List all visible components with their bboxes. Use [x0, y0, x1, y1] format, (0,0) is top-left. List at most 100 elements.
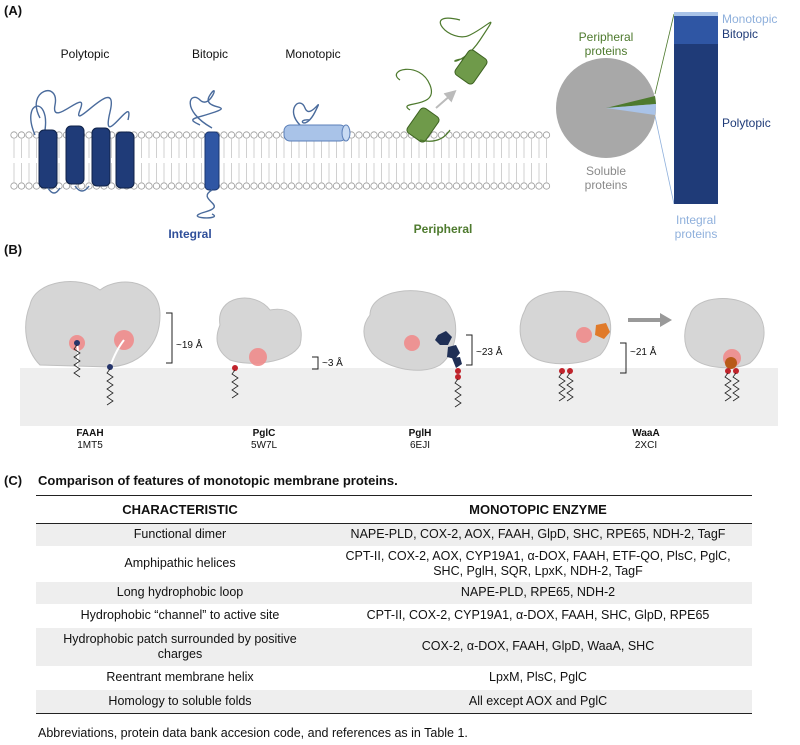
enzyme-cell: CPT-II, COX-2, AOX, CYP19A1, α-DOX, FAAH… [345, 548, 731, 578]
polytopic-protein [30, 90, 135, 194]
integral-label: Integral [168, 227, 212, 241]
lipid-head [520, 182, 528, 190]
lipid-head [362, 182, 371, 190]
lipid-head [182, 182, 191, 190]
table-row: Hydrophobic “channel” to active site CPT… [36, 604, 752, 628]
table-row: Hydrophobic patch surrounded by positive… [36, 627, 752, 666]
header-characteristic: CHARACTERISTIC [36, 495, 324, 524]
lipid-head [400, 182, 408, 190]
table-row: Reentrant membrane helix LpxM, PlsC, Pgl… [36, 666, 752, 690]
enzyme-cell: All except AOX and PglC [324, 689, 752, 714]
lipid-head [452, 131, 461, 139]
lipid-head [190, 182, 198, 190]
features-table-wrap: CHARACTERISTIC MONOTOPIC ENZYME Function… [36, 495, 752, 714]
lipid-head [62, 182, 71, 190]
pie-leader-top [654, 13, 675, 95]
lipid-head [392, 182, 401, 190]
lipid-head [160, 131, 168, 139]
lipid-head [317, 182, 326, 190]
lipid-head [227, 131, 236, 139]
lipid-head [497, 182, 506, 190]
peripheral-label: Peripheral [413, 222, 473, 236]
pglc-structure [216, 297, 319, 399]
lipid-head [355, 182, 363, 190]
waaa-distance: ~21 Å [630, 347, 657, 358]
lipid-head [415, 182, 423, 190]
table-footnote: Abbreviations, protein data bank accesio… [38, 726, 468, 740]
lipid-head [475, 182, 483, 190]
bitopic-label: Bitopic [191, 47, 229, 61]
lipid-head [340, 182, 348, 190]
lipid-head [265, 131, 273, 139]
lipid-head [137, 131, 146, 139]
enzyme-cell: LpxM, PlsC, PglC [489, 670, 587, 684]
characteristic-cell: Amphipathic helices [124, 556, 236, 570]
lipid-head [505, 131, 513, 139]
lipid-head [520, 131, 528, 139]
lipid-head [242, 182, 251, 190]
table-row: Long hydrophobic loop NAPE-PLD, RPE65, N… [36, 581, 752, 604]
lipid-head [407, 182, 416, 190]
lipid-head [272, 131, 281, 139]
waaa-structure-right [684, 298, 765, 402]
table-row: Functional dimer NAPE-PLD, COX-2, AOX, F… [36, 523, 752, 546]
lipid-head [137, 182, 146, 190]
faah-code: 1MT5 [77, 440, 103, 451]
panel-b-illustration [20, 281, 778, 426]
lipid-head [197, 131, 206, 139]
table-header-row: CHARACTERISTIC MONOTOPIC ENZYME [36, 495, 752, 524]
lipid-head [370, 182, 378, 190]
lipid-head [10, 182, 18, 190]
lipid-head [535, 131, 543, 139]
lipid-head [280, 182, 288, 190]
polytopic-label: Polytopic [60, 47, 110, 61]
lipid-head [145, 182, 153, 190]
lipid-head [17, 131, 26, 139]
lipid-head [107, 182, 116, 190]
lipid-head [310, 182, 318, 190]
pie-soluble-label: Soluble proteins [584, 164, 628, 192]
pglh-code: 6EJI [409, 440, 430, 451]
lipid-head [460, 182, 468, 190]
characteristic-cell: Hydrophobic “channel” to active site [80, 608, 280, 622]
lipid-head [527, 131, 536, 139]
lipid-head [362, 131, 371, 139]
lipid-head [235, 182, 243, 190]
bar-monotopic-label: Monotopic [722, 12, 778, 26]
lipid-head [295, 182, 303, 190]
lipid-head [482, 182, 491, 190]
pglc-distance: ~3 Å [322, 358, 343, 369]
bar-polytopic-label: Polytopic [722, 116, 771, 130]
lipid-head [355, 131, 363, 139]
lipid-head [467, 131, 476, 139]
pglc-code: 5W7L [250, 440, 278, 451]
lipid-head [167, 182, 176, 190]
lipid-head [370, 131, 378, 139]
characteristic-cell: Long hydrophobic loop [36, 581, 324, 604]
panel-c-label: (C) [4, 473, 23, 488]
waaa-code: 2XCI [634, 440, 658, 451]
waaa-structure-left [519, 290, 627, 402]
pglc-name: PglC [252, 428, 276, 439]
lipid-head [400, 131, 408, 139]
pie-peripheral-label: Peripheral proteins [578, 30, 634, 58]
lipid-head [512, 131, 521, 139]
bar-integral-label: Integral proteins [674, 213, 718, 241]
lipid-head [422, 182, 431, 190]
lipid-head [25, 131, 33, 139]
panel-a-illustration [10, 12, 718, 219]
lipid-head [392, 131, 401, 139]
enzyme-cell: NAPE-PLD, COX-2, AOX, FAAH, GlpD, SHC, R… [324, 523, 752, 546]
lipid-head [377, 182, 386, 190]
features-table: CHARACTERISTIC MONOTOPIC ENZYME Function… [36, 495, 752, 714]
waaa-name: WaaA [632, 428, 660, 439]
header-monotopic-enzyme: MONOTOPIC ENZYME [324, 495, 752, 524]
lipid-head [152, 182, 161, 190]
membrane-slab [20, 368, 778, 426]
lipid-head [527, 182, 536, 190]
lipid-head [167, 131, 176, 139]
monotopic-label: Monotopic [285, 47, 341, 61]
lipid-head [542, 182, 551, 190]
lipid-head [452, 182, 461, 190]
enzyme-cell: CPT-II, COX-2, CYP19A1, α-DOX, FAAH, SHC… [366, 608, 710, 622]
